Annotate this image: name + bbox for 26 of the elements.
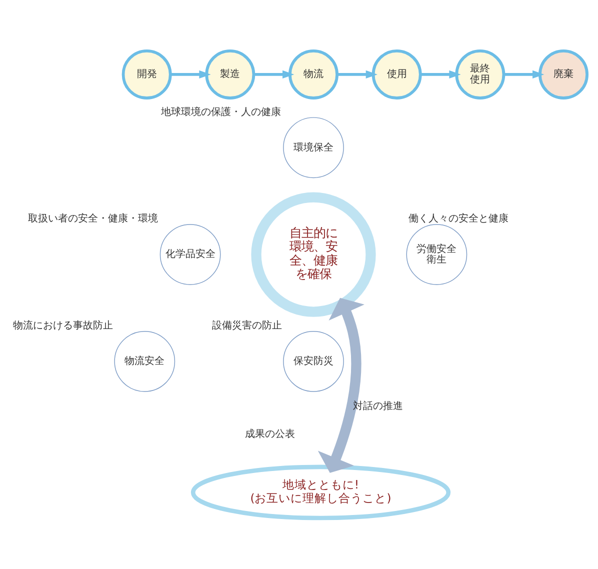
node-circle: 製造: [205, 49, 256, 100]
node-circle: 使用: [372, 49, 422, 100]
node-circle: 保安防災: [283, 330, 344, 392]
arrow: [254, 70, 294, 79]
node-label: 設備災害の防止: [212, 320, 282, 332]
label: 成果の公表: [245, 428, 296, 440]
node-circle: 化学品安全: [160, 224, 221, 285]
node-label: 働く人々の安全と健康: [408, 214, 508, 225]
node-label: 取扱い者の安全・健康・環境: [28, 214, 158, 225]
node-circle: 自主的に環境、安全、健康を確保: [251, 192, 376, 317]
arrow: [420, 70, 461, 79]
node-label: 物流における事故防止: [12, 320, 113, 332]
node-circle: 廃棄: [538, 49, 588, 100]
node-circle: 労働安全衛生: [406, 224, 468, 285]
node-circle: 環境保全: [283, 117, 344, 178]
arrow: [504, 70, 544, 79]
edge-label: 対話の推進: [352, 401, 403, 412]
node-label: 地球環境の保護・人の健康: [161, 106, 282, 118]
node-circle: 開発: [122, 49, 172, 100]
node-ellipse: 地域とともに! (お互いに理解し合うこと): [190, 464, 451, 520]
node-circle: 最終使用: [455, 49, 506, 100]
node-circle: 物流安全: [114, 330, 176, 392]
node-circle: 物流: [288, 49, 338, 100]
arrow: [318, 298, 364, 473]
arrow: [337, 70, 378, 79]
arrow: [170, 70, 211, 79]
